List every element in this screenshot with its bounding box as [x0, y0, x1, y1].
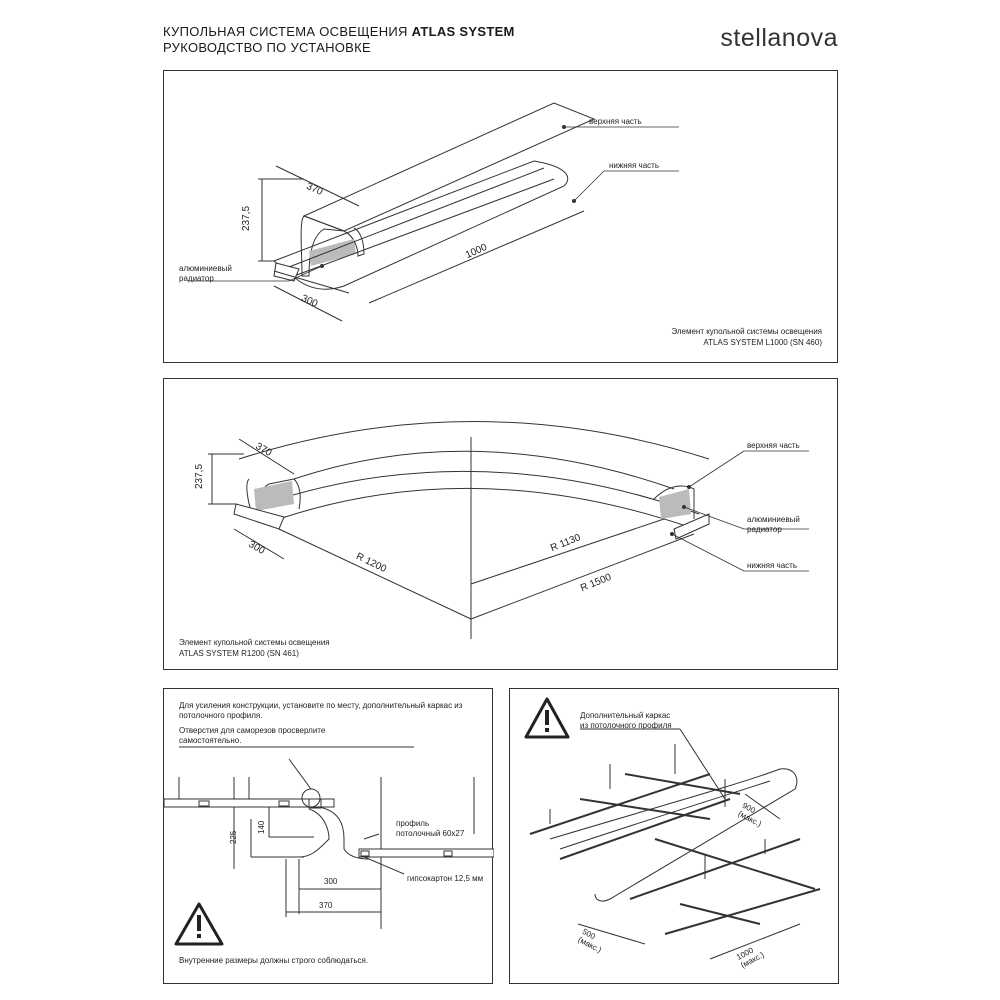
label-frame-line2: из потолочного профиля [580, 721, 672, 730]
title-regular: КУПОЛЬНАЯ СИСТЕМА ОСВЕЩЕНИЯ [163, 24, 412, 39]
label-top-part: верхняя часть [589, 117, 642, 126]
document-subtitle: РУКОВОДСТВО ПО УСТАНОВКЕ [163, 40, 371, 55]
caption-curved-line2: ATLAS SYSTEM R1200 (SN 461) [179, 649, 299, 658]
label-profile-line1: профиль [396, 819, 430, 828]
section-drawing [164, 746, 494, 946]
dim-300: 300 [324, 877, 338, 886]
warning-triangle-icon [524, 697, 570, 739]
dim-225: 225 [229, 830, 238, 844]
caption-curved-line1: Элемент купольной системы освещения [179, 638, 330, 647]
caption-straight: Элемент купольной системы освещения ATLA… [671, 326, 822, 348]
dim-140: 140 [257, 820, 266, 834]
label-profile: профиль потолочный 60х27 [396, 819, 464, 839]
document-title: КУПОЛЬНАЯ СИСТЕМА ОСВЕЩЕНИЯ ATLAS SYSTEM… [163, 24, 515, 56]
straight-element-drawing [189, 102, 679, 322]
label-drywall: гипсокартон 12,5 мм [407, 874, 484, 883]
label-radiator-line2: радиатор [747, 525, 782, 534]
brand-logo: stellanova [720, 24, 838, 52]
label-profile-line2: потолочный 60х27 [396, 829, 465, 838]
panel-additional-frame: Дополнительный каркас из потолочного про… [509, 688, 839, 984]
caption-straight-line1: Элемент купольной системы освещения [671, 327, 822, 336]
dim-370: 370 [319, 901, 333, 910]
dim-237-5: 237,5 [241, 205, 252, 231]
label-radiator: алюминиевый радиатор [179, 264, 232, 284]
panel-curved-element: верхняя часть алюминиевый радиатор нижня… [163, 378, 838, 670]
warning-text: Внутренние размеры должны строго соблюда… [179, 956, 369, 965]
label-frame-line1: Дополнительный каркас [580, 711, 671, 720]
label-additional-frame: Дополнительный каркас из потолочного про… [580, 711, 672, 731]
title-bold: ATLAS SYSTEM [411, 24, 515, 39]
curved-element-drawing [208, 421, 809, 639]
dim-237-5: 237,5 [194, 463, 205, 489]
label-bottom-part: нижняя часть [609, 161, 659, 170]
caption-straight-line2: ATLAS SYSTEM L1000 (SN 460) [703, 338, 822, 347]
warning-triangle-icon [174, 902, 224, 946]
caption-curved: Элемент купольной системы освещения ATLA… [179, 637, 330, 659]
label-radiator: алюминиевый радиатор [747, 515, 800, 535]
panel-installation-section: Для усиления конструкции, установите по … [163, 688, 494, 984]
label-radiator-line1: алюминиевый [747, 515, 800, 524]
note-reinforcement: Для усиления конструкции, установите по … [179, 701, 463, 720]
label-radiator-line2: радиатор [179, 274, 214, 283]
note-screw-holes: Отверстия для саморезов просверлите само… [179, 726, 326, 745]
panel-straight-element: верхняя часть нижняя часть алюминиевый р… [163, 70, 838, 363]
frame-drawing [524, 697, 821, 960]
label-top-part: верхняя часть [747, 441, 800, 450]
label-radiator-line1: алюминиевый [179, 264, 232, 273]
label-bottom-part: нижняя часть [747, 561, 797, 570]
